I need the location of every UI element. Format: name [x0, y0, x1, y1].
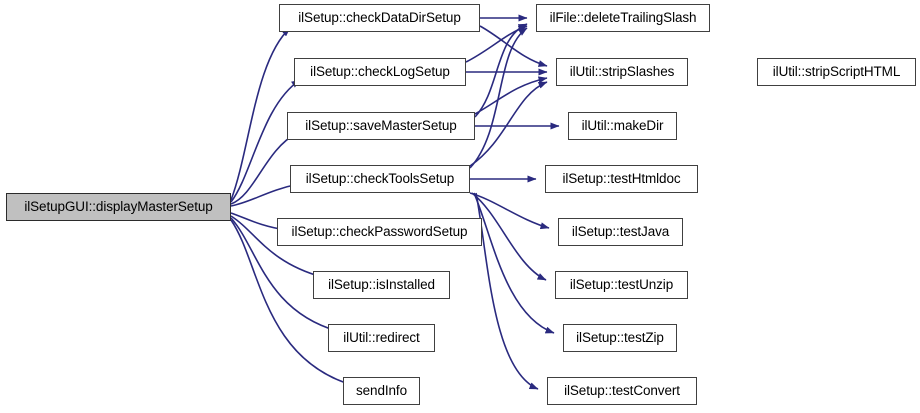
node-label: ilSetup::testUnzip: [569, 277, 674, 293]
edge-root-to-saveMasterSetup: [230, 132, 298, 205]
node-checkPasswordSetup[interactable]: ilSetup::checkPasswordSetup: [277, 218, 482, 246]
node-label: ilSetup::isInstalled: [328, 277, 435, 293]
node-sendInfo[interactable]: sendInfo: [343, 377, 420, 405]
edge-checkDataDirSetup-to-stripSlashes: [479, 25, 548, 67]
node-label: ilSetup::checkDataDirSetup: [298, 10, 461, 26]
node-label: sendInfo: [356, 383, 407, 399]
node-isInstalled[interactable]: ilSetup::isInstalled: [313, 271, 450, 299]
edge-checkToolsSetup-to-testUnzip: [471, 192, 547, 281]
node-label: ilSetup::testZip: [576, 330, 664, 346]
node-stripScriptHTML[interactable]: ilUtil::stripScriptHTML: [757, 58, 916, 86]
edge-root-to-checkDataDirSetup: [230, 27, 291, 201]
node-root[interactable]: ilSetupGUI::displayMasterSetup: [6, 193, 231, 221]
edge-saveMasterSetup-to-stripSlashes: [474, 76, 548, 115]
node-testJava[interactable]: ilSetup::testJava: [558, 218, 683, 246]
node-label: ilSetup::checkPasswordSetup: [291, 224, 468, 240]
node-label: ilSetup::testHtmldoc: [562, 171, 681, 187]
edge-checkToolsSetup-to-testZip: [473, 192, 555, 334]
node-makeDir[interactable]: ilUtil::makeDir: [568, 112, 677, 140]
node-testConvert[interactable]: ilSetup::testConvert: [547, 377, 697, 405]
node-saveMasterSetup[interactable]: ilSetup::saveMasterSetup: [287, 112, 475, 140]
node-testUnzip[interactable]: ilSetup::testUnzip: [555, 271, 688, 299]
edge-checkToolsSetup-to-testConvert: [475, 192, 539, 390]
node-label: ilUtil::makeDir: [581, 118, 664, 134]
node-deleteTrailingSlash[interactable]: ilFile::deleteTrailingSlash: [536, 4, 710, 32]
edge-checkToolsSetup-to-stripSlashes: [469, 81, 548, 167]
node-testHtmldoc[interactable]: ilSetup::testHtmldoc: [545, 165, 698, 193]
node-label: ilSetupGUI::displayMasterSetup: [24, 199, 213, 215]
node-label: ilUtil::redirect: [343, 330, 420, 346]
edge-saveMasterSetup-to-deleteTrailingSlash: [474, 23, 528, 118]
node-checkToolsSetup[interactable]: ilSetup::checkToolsSetup: [290, 165, 470, 193]
edge-root-to-checkToolsSetup: [230, 182, 300, 207]
node-label: ilFile::deleteTrailingSlash: [549, 10, 697, 26]
node-label: ilSetup::saveMasterSetup: [305, 118, 457, 134]
node-stripSlashes[interactable]: ilUtil::stripSlashes: [556, 58, 688, 86]
edge-checkToolsSetup-to-deleteTrailingSlash: [469, 27, 528, 169]
node-label: ilUtil::stripScriptHTML: [772, 64, 901, 80]
node-label: ilSetup::checkLogSetup: [310, 64, 450, 80]
node-label: ilSetup::testConvert: [564, 383, 680, 399]
node-redirect[interactable]: ilUtil::redirect: [328, 324, 435, 352]
node-label: ilSetup::testJava: [571, 224, 670, 240]
node-checkDataDirSetup[interactable]: ilSetup::checkDataDirSetup: [279, 4, 480, 32]
node-label: ilUtil::stripSlashes: [569, 64, 675, 80]
node-testZip[interactable]: ilSetup::testZip: [563, 324, 677, 352]
node-checkLogSetup[interactable]: ilSetup::checkLogSetup: [294, 58, 466, 86]
node-label: ilSetup::checkToolsSetup: [305, 171, 455, 187]
